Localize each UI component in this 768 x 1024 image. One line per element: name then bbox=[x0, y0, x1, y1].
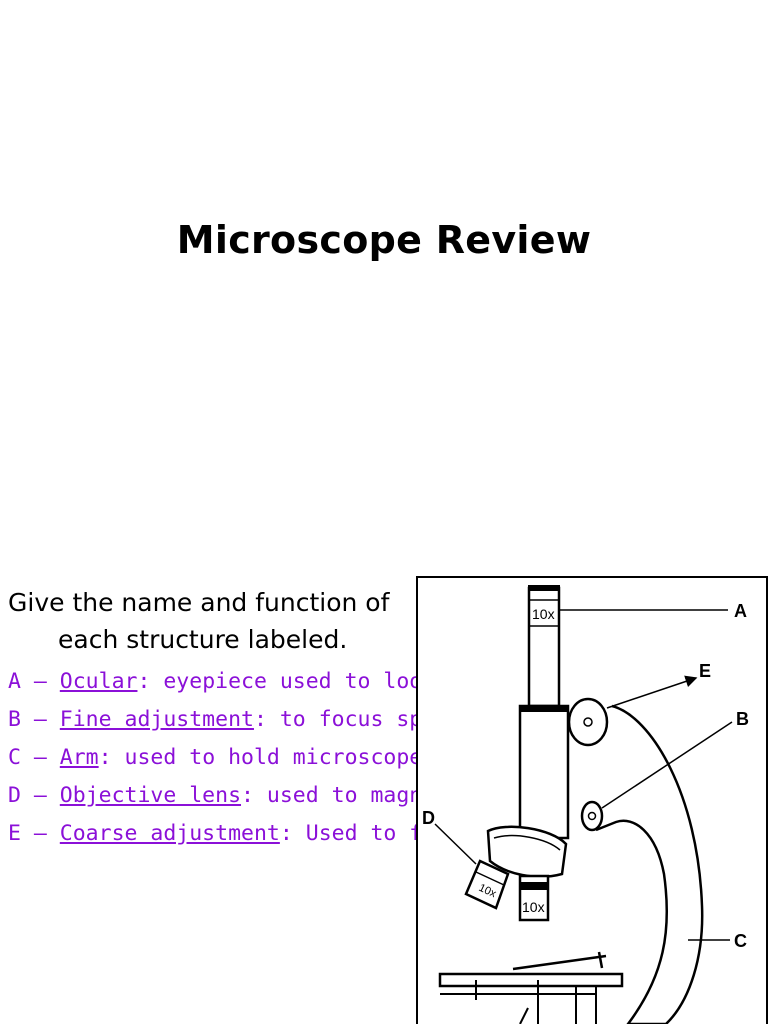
answer-list: A – Ocular: eyepiece used to look at spe… bbox=[8, 666, 416, 850]
slide-title: Microscope Review bbox=[176, 218, 592, 262]
label-e: E bbox=[699, 661, 711, 681]
microscope-arm bbox=[595, 704, 704, 1024]
term-coarse-adjustment: Coarse adjustment bbox=[59, 821, 280, 846]
stage bbox=[438, 972, 624, 988]
label-b: B bbox=[736, 709, 749, 729]
term-ocular: Ocular bbox=[59, 669, 138, 694]
microscope-diagram: 10x 10x 10x bbox=[416, 576, 768, 1024]
microscope-drawing: 10x 10x 10x bbox=[416, 576, 768, 1024]
answer-item-e: E – Coarse adjustment: Used to focus spe… bbox=[8, 821, 416, 846]
leader-line-d bbox=[434, 823, 477, 865]
objective-marking: 10x bbox=[522, 899, 545, 915]
answer-item-c: C – Arm: used to hold microscope bbox=[8, 745, 416, 770]
leader-line-e bbox=[606, 675, 698, 709]
term-arm: Arm bbox=[59, 745, 99, 770]
body-tube bbox=[518, 704, 570, 840]
ocular-marking: 10x bbox=[532, 606, 555, 622]
revolving-nosepiece bbox=[486, 825, 568, 878]
label-a: A bbox=[734, 601, 747, 621]
leader-line-b bbox=[601, 721, 733, 809]
label-c: C bbox=[734, 931, 747, 951]
instructions: Give the name and function of each struc… bbox=[8, 588, 390, 654]
term-objective-lens: Objective lens bbox=[59, 783, 242, 808]
answer-text: Give the name and function of each struc… bbox=[8, 584, 416, 1024]
answer-item-b: B – Fine adjustment: to focus specimen u… bbox=[8, 707, 416, 732]
label-d: D bbox=[422, 808, 435, 828]
answer-item-d: D – Objective lens: used to magnify imag… bbox=[8, 783, 416, 808]
answer-item-a: A – Ocular: eyepiece used to look at spe… bbox=[8, 669, 416, 694]
term-fine-adjustment: Fine adjustment bbox=[59, 707, 254, 732]
